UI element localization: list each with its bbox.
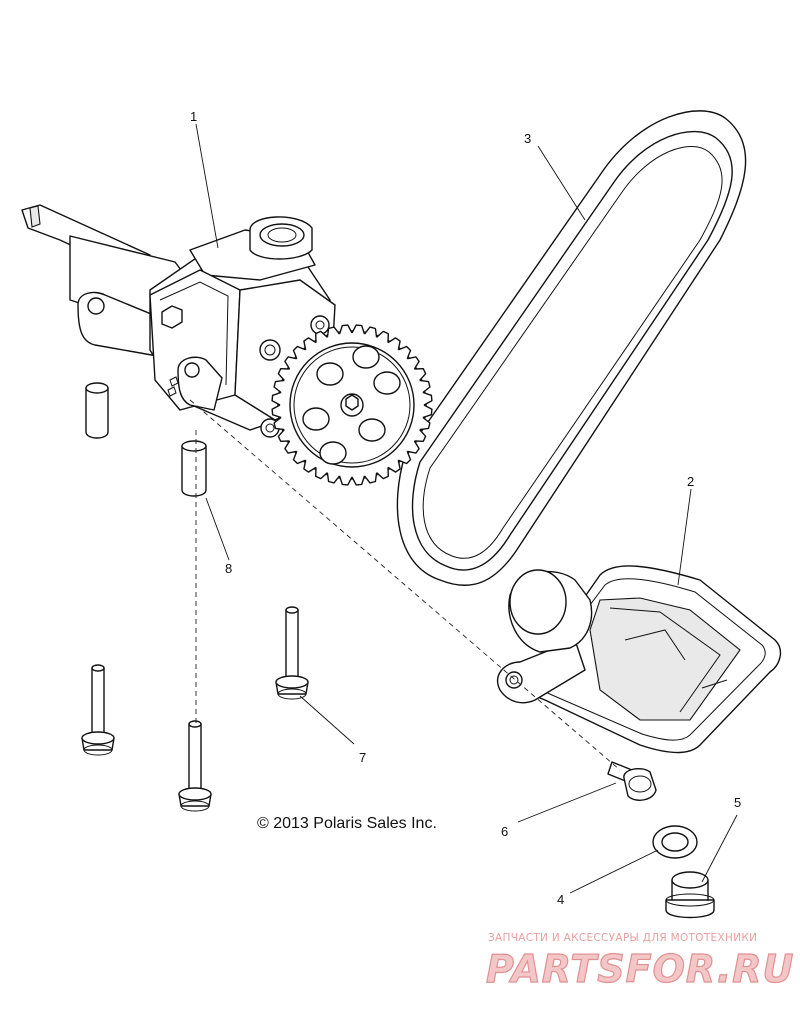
callout-5: 5 bbox=[734, 795, 741, 810]
callout-1: 1 bbox=[190, 109, 197, 124]
sprocket-tooth bbox=[407, 440, 420, 454]
sprocket-tooth bbox=[414, 429, 427, 442]
sprocket-tooth bbox=[419, 416, 431, 431]
sprocket-tooth bbox=[351, 475, 366, 486]
sprocket-tooth bbox=[422, 404, 433, 419]
sprocket-tooth bbox=[414, 368, 427, 381]
watermark-tagline: ЗАПЧАСТИ И АКСЕССУАРЫ ДЛЯ МОТОТЕХНИКИ bbox=[488, 932, 757, 944]
sprocket-part bbox=[271, 324, 433, 486]
sprocket-tooth bbox=[284, 356, 297, 370]
sprocket-tooth bbox=[351, 324, 366, 335]
sprocket-tooth bbox=[398, 451, 412, 465]
bolt-part bbox=[81, 606, 309, 812]
sprocket-tooth bbox=[273, 416, 285, 431]
leader-lines bbox=[195, 123, 738, 894]
alignment-lines bbox=[189, 399, 621, 771]
sprocket-tooth bbox=[338, 324, 353, 335]
drain-plug-part bbox=[665, 871, 715, 919]
sprocket-tooth bbox=[387, 460, 401, 473]
sprocket-tooth bbox=[277, 429, 290, 442]
watermark: ЗАПЧАСТИ И АКСЕССУАРЫ ДЛЯ МОТОТЕХНИКИ PA… bbox=[485, 932, 794, 992]
sprocket-tooth bbox=[292, 451, 306, 465]
washer-part bbox=[652, 825, 698, 859]
sprocket-tooth bbox=[326, 326, 341, 338]
copyright-notice: © 2013 Polaris Sales Inc. bbox=[257, 815, 437, 832]
callout-7: 7 bbox=[359, 750, 366, 765]
sprocket-tooth bbox=[277, 368, 290, 381]
sprocket-tooth bbox=[376, 330, 389, 343]
callout-4: 4 bbox=[557, 892, 564, 907]
watermark-logo: PARTSFOR.RU bbox=[486, 947, 794, 991]
callout-6: 6 bbox=[501, 824, 508, 839]
sprocket-tooth bbox=[398, 345, 412, 359]
sprocket-tooth bbox=[363, 326, 378, 338]
oil-pump-part bbox=[21, 204, 336, 438]
sprocket-tooth bbox=[363, 472, 378, 484]
sprocket-tooth bbox=[326, 472, 341, 484]
sprocket-tooth bbox=[292, 345, 306, 359]
sprocket-tooth bbox=[273, 379, 285, 394]
sprocket-tooth bbox=[271, 391, 282, 406]
belt-part bbox=[396, 110, 747, 586]
oil-pickup-part bbox=[496, 565, 782, 754]
sprocket-tooth bbox=[271, 404, 282, 419]
sprocket-tooth bbox=[419, 379, 431, 394]
sprocket-tooth bbox=[338, 475, 353, 486]
sprocket-tooth bbox=[303, 460, 317, 473]
strainer-bolt-part bbox=[607, 761, 657, 801]
sprocket-tooth bbox=[387, 337, 401, 350]
callout-3: 3 bbox=[524, 131, 531, 146]
callout-2: 2 bbox=[687, 474, 694, 489]
callout-labels: 1 2 3 4 5 6 7 8 bbox=[190, 109, 741, 907]
callout-8: 8 bbox=[225, 561, 232, 576]
sprocket-tooth bbox=[407, 356, 420, 370]
sprocket-tooth bbox=[303, 337, 317, 350]
sprocket-tooth bbox=[315, 467, 328, 480]
sprocket-tooth bbox=[376, 467, 389, 480]
sprocket-tooth bbox=[315, 330, 328, 343]
sprocket-tooth bbox=[284, 440, 297, 454]
sprocket-tooth bbox=[422, 391, 433, 406]
